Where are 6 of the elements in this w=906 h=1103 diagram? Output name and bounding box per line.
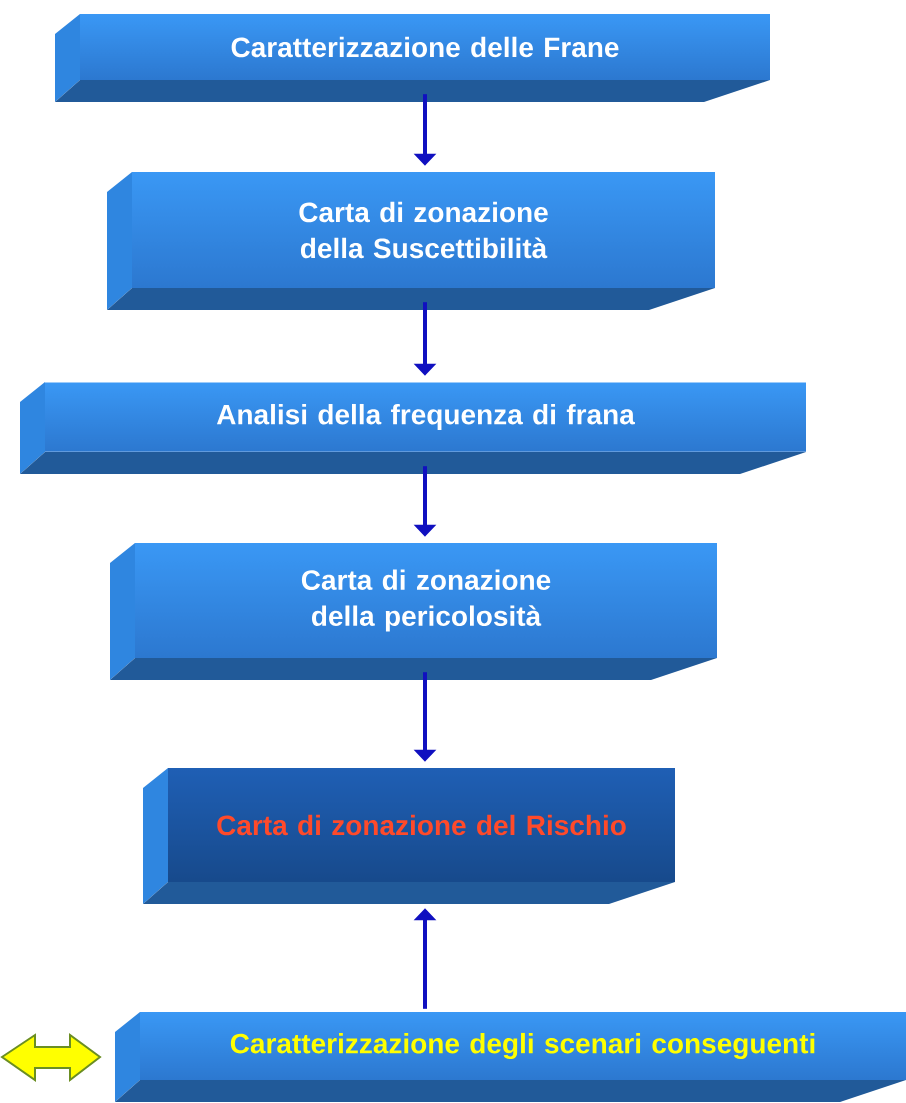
process-box: Carta di zonazione della Suscettibilità [107,172,715,310]
process-box: Caratterizzazione delle Frane [55,14,770,102]
process-box: Carta di zonazione del Rischio [143,768,675,904]
process-box: Analisi della frequenza di frana [20,382,806,474]
process-box: Caratterizzazione degli scenari conseguenti [115,1012,906,1102]
process-box: Carta di zonazione della pericolosità [110,543,717,680]
